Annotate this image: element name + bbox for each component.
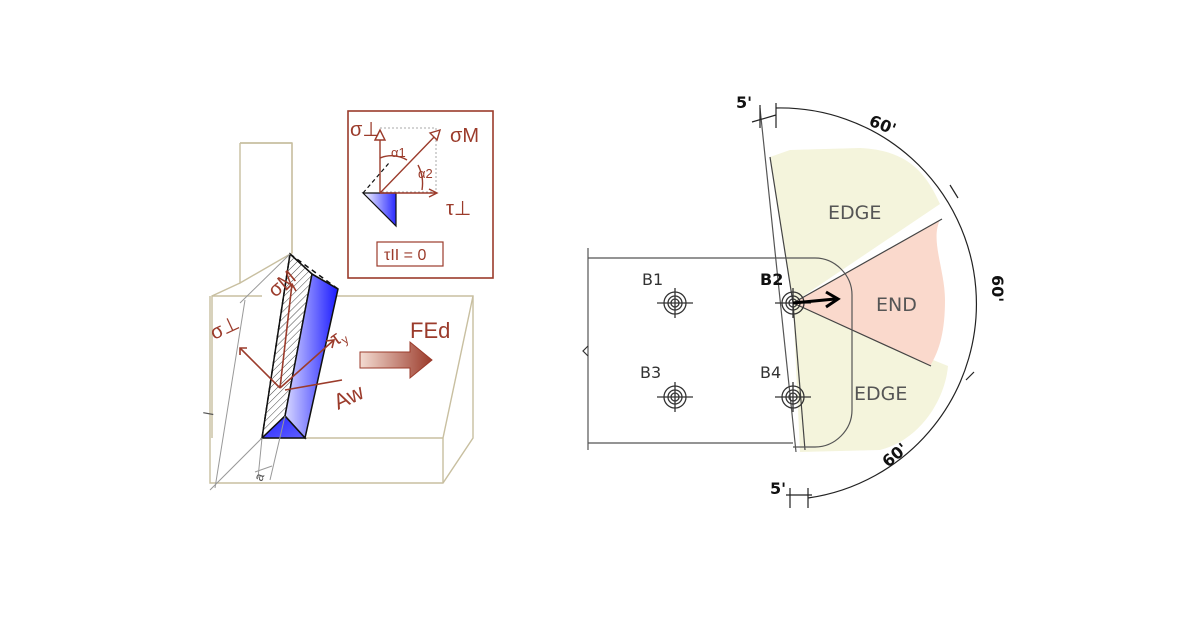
- dimension-arc: [775, 107, 978, 499]
- bolt-label-b3: B3: [640, 363, 661, 382]
- inset-alpha2: α2: [418, 166, 433, 181]
- inset-tau-par-zero: τII = 0: [384, 247, 426, 264]
- end-region: [793, 220, 945, 366]
- inset-sigma-m: σM: [450, 125, 479, 147]
- bolt-b1: [657, 288, 693, 318]
- edge-label-bottom: EDGE: [854, 383, 907, 405]
- stress-inset: σ⊥ σM α1 α2 τ⊥ τII = 0: [347, 110, 494, 279]
- weld-prism: [260, 252, 339, 441]
- bolt-label-b4: B4: [760, 363, 781, 382]
- angle-60-mid: 60': [988, 275, 1007, 302]
- angle-5-bottom: 5': [770, 479, 786, 498]
- end-label: END: [876, 294, 917, 316]
- weld-dimensions: [209, 253, 291, 491]
- bolt-force-arrow: [792, 290, 841, 309]
- inset-alpha1: α1: [391, 145, 406, 160]
- bolt-label-b2: B2: [760, 270, 783, 289]
- edge-region: [770, 148, 948, 452]
- aw-label: Aw: [330, 379, 368, 414]
- weld-diagram: l a σ⊥ σM τy Aw FEd: [200, 110, 494, 491]
- dim-l-label: l: [200, 411, 216, 417]
- bolt-label-b1: B1: [642, 270, 663, 289]
- force-arrow: [359, 340, 433, 380]
- dim-a-label: a: [251, 470, 268, 483]
- member-outline: [582, 107, 853, 453]
- edge-label-top: EDGE: [828, 202, 881, 224]
- bolt-b4: [775, 382, 811, 412]
- bolt-b3: [657, 382, 693, 412]
- web-plate: [211, 142, 293, 438]
- inset-tau-perp: τ⊥: [446, 198, 471, 220]
- force-label: FEd: [410, 318, 450, 343]
- stress-arrows: [239, 282, 343, 391]
- angle-5-top: 5': [736, 93, 752, 112]
- tau-y-label: τy: [326, 324, 351, 352]
- angle-60-top: 60': [867, 111, 899, 139]
- inset-sigma-perp: σ⊥: [350, 119, 380, 141]
- bolt-diagram: 5' 60' 60' 60' 5' EDGE END EDGE: [582, 93, 1007, 508]
